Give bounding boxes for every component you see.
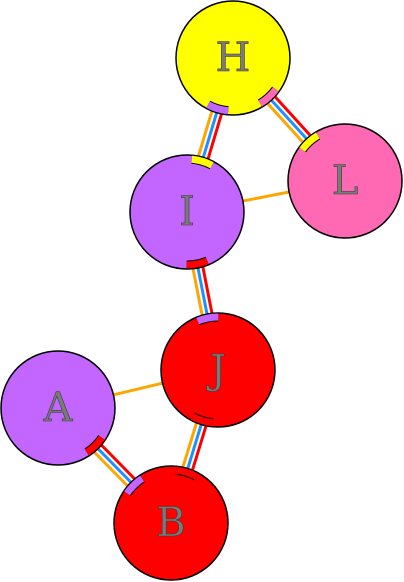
node-label-b: B [156,500,185,546]
edge-marker-b-6 [124,475,145,496]
edge-marker-j-5 [191,413,214,427]
node-i: I [129,154,245,270]
node-a: A [0,350,116,466]
node-h: H [175,0,291,116]
node-j: J [160,312,276,428]
edge-marker-j-3 [196,313,219,325]
edge-marker-h-1 [258,87,279,107]
node-label-h: H [216,35,251,81]
edge-marker-l-1 [299,132,320,152]
node-circle-h [175,0,291,116]
node-label-i: I [179,189,195,235]
edge-markers-layer [84,86,321,497]
edge-marker-b-5 [175,466,198,480]
node-circle-l [287,123,403,239]
node-circle-b [113,465,229,581]
node-circle-a [0,350,116,466]
edge-marker-h-0 [206,101,229,115]
node-b: B [113,465,229,581]
node-label-l: L [332,158,359,204]
node-label-a: A [43,385,74,431]
edge-marker-a-6 [84,435,105,456]
edges-layer [53,53,350,528]
node-l: L [287,123,403,239]
edge-marker-i-0 [191,155,214,169]
edge-marker-i-3 [186,257,209,269]
node-label-j: J [206,347,226,393]
